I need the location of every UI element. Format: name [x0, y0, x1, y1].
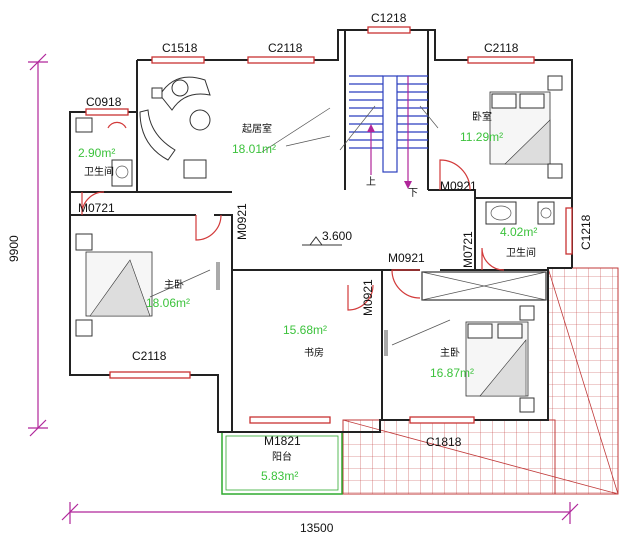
room-master-right-name: 主卧	[440, 346, 460, 359]
walls	[69, 29, 573, 433]
label-c2118-master: C2118	[132, 349, 167, 363]
room-master-right-area: 16.87m²	[430, 366, 474, 380]
windows	[85, 26, 573, 424]
label-c1818: C1818	[426, 435, 462, 449]
room-bath-right-area: 4.02m²	[500, 225, 537, 239]
label-c1518: C1518	[162, 41, 198, 55]
bed-master-left	[75, 233, 153, 337]
room-bath-right-name: 卫生间	[506, 246, 536, 259]
room-bath-left-name: 卫生间	[84, 165, 114, 178]
room-bedroom-area: 11.29m²	[460, 130, 503, 144]
door-swing-master-left	[195, 214, 222, 241]
bed-bedroom	[489, 75, 563, 179]
corridor-void	[421, 271, 547, 301]
room-study-name: 书房	[304, 346, 324, 359]
label-m1821: M1821	[264, 434, 301, 448]
window-c1218-right	[565, 207, 573, 255]
label-m0921-master-left: M0921	[235, 203, 249, 240]
label-m0921-hall: M0921	[388, 251, 425, 265]
staircase: 上 下	[339, 75, 439, 199]
label-c2118-bedroom: C2118	[484, 41, 519, 55]
room-living-name: 起居室	[242, 122, 272, 135]
label-m0921-stair: M0921	[440, 179, 477, 193]
room-study-area: 15.68m²	[283, 323, 327, 337]
window-c1818	[409, 416, 475, 424]
stair-down-label: 下	[408, 188, 418, 199]
label-c2118-living: C2118	[268, 41, 303, 55]
room-balcony-name: 阳台	[272, 450, 292, 463]
doors	[81, 159, 505, 311]
door-swing-bath-right	[481, 247, 505, 271]
room-master-left-name: 主卧	[164, 278, 184, 291]
door-swing-bath-left	[81, 191, 105, 216]
label-c1218-right: C1218	[579, 214, 593, 250]
sofa-set	[139, 76, 211, 179]
door-m1821-frame	[249, 416, 331, 424]
label-c0918: C0918	[86, 95, 122, 109]
room-bedroom-name: 卧室	[472, 110, 492, 123]
window-c1218-top	[367, 26, 411, 34]
label-m0921-study: M0921	[361, 279, 375, 316]
window-c2118-bedroom	[467, 56, 535, 64]
window-c2118-master	[109, 371, 191, 379]
dimension-lines	[28, 53, 579, 524]
room-master-left-area: 18.06m²	[146, 296, 190, 310]
bed-master-right	[465, 305, 535, 413]
door-swing-hall	[391, 269, 421, 299]
room-balcony-area: 5.83m²	[261, 469, 298, 483]
view-marks	[149, 107, 451, 356]
room-living-area: 18.01m²	[232, 142, 276, 156]
stair-up-label: 上	[366, 176, 376, 188]
dimension-height: 9900	[7, 235, 21, 262]
label-m0721-bath-right: M0721	[461, 231, 475, 268]
window-c0918	[85, 108, 129, 116]
label-m0721-bath-left: M0721	[78, 201, 115, 215]
window-c2118-living	[247, 56, 315, 64]
bath-right-fixtures	[485, 201, 555, 225]
bath-left-fixtures	[75, 117, 133, 187]
dimension-width: 13500	[300, 521, 334, 535]
door-swing-stair	[439, 159, 471, 191]
level-mark: 3.600	[322, 229, 352, 243]
label-c1218-top: C1218	[371, 11, 407, 25]
room-bath-left-area: 2.90m²	[78, 146, 115, 160]
door-swing-study	[347, 284, 374, 311]
window-c1518	[151, 56, 205, 64]
